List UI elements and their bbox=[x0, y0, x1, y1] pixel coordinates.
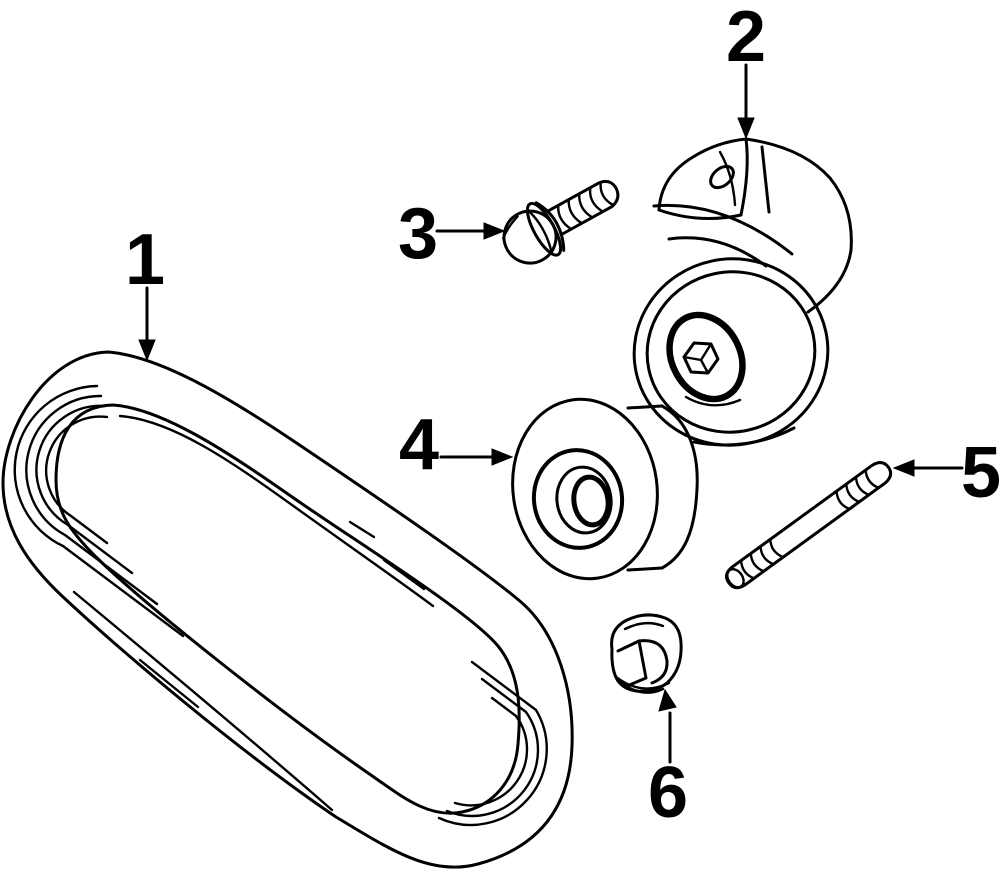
callout-number: 1 bbox=[125, 220, 165, 300]
callout-number: 5 bbox=[961, 433, 1000, 513]
stud-threads bbox=[835, 468, 880, 511]
flange-bolt-drawing bbox=[502, 179, 620, 265]
nut-crown-facet bbox=[637, 639, 669, 685]
callout-idler-pulley[interactable]: 4 bbox=[399, 405, 514, 485]
tensioner-pulley-outer bbox=[632, 257, 830, 447]
callout-arrowhead-icon bbox=[658, 688, 677, 712]
tensioner-hex-facets bbox=[682, 342, 713, 375]
belt-rib-dash bbox=[138, 658, 200, 709]
tensioner-body-crease bbox=[760, 145, 771, 214]
belt-rib bbox=[44, 415, 109, 545]
belt-rib-dash bbox=[348, 520, 376, 539]
belt-rib bbox=[453, 696, 529, 807]
tensioner-ear-hole bbox=[709, 164, 735, 190]
bolt-flange-edge bbox=[534, 201, 566, 252]
callout-double-ended-stud[interactable]: 5 bbox=[892, 433, 1000, 513]
tensioner-pulley-rim bbox=[645, 270, 817, 434]
bolt-head-facet bbox=[528, 210, 553, 252]
stud-drawing bbox=[725, 461, 893, 590]
belt-edge-line bbox=[118, 414, 435, 608]
callout-number: 3 bbox=[398, 194, 438, 274]
tensioner-hub bbox=[666, 311, 746, 403]
nut-outline bbox=[610, 613, 683, 693]
belt-rib bbox=[445, 677, 540, 818]
bolt-threads bbox=[557, 181, 615, 231]
tensioner-ear-bottom bbox=[657, 208, 743, 221]
tensioner-ear-accent bbox=[718, 150, 737, 207]
belt-rib bbox=[13, 384, 185, 638]
idler-side-bottom bbox=[626, 566, 664, 572]
callout-arrowhead-icon bbox=[138, 339, 156, 362]
idler-pulley-drawing bbox=[511, 397, 699, 581]
nut-top-edge bbox=[623, 621, 665, 631]
callout-number: 4 bbox=[399, 405, 439, 485]
idler-bore bbox=[571, 474, 611, 528]
tensioner-ear-edge bbox=[739, 137, 749, 217]
nut-flange-edge bbox=[613, 674, 671, 690]
idler-ring bbox=[555, 465, 613, 535]
callout-arrowhead-icon bbox=[491, 448, 514, 466]
belt-tensioner-drawing bbox=[632, 137, 853, 447]
belt-rib-dash bbox=[382, 558, 426, 591]
belt-outer-edge bbox=[1, 350, 574, 869]
bolt-head-facet bbox=[502, 215, 519, 240]
tensioner-arm bbox=[652, 203, 794, 256]
idler-back-rim bbox=[660, 404, 699, 570]
belt-rib bbox=[25, 394, 159, 606]
tensioner-body bbox=[744, 137, 853, 314]
callout-arrowhead-icon bbox=[737, 117, 755, 140]
belt-rib bbox=[35, 404, 134, 575]
callouts-layer: 1 2 3 4 5 6 bbox=[125, 0, 1000, 833]
serpentine-belt-drawing bbox=[1, 350, 574, 869]
nut-flange-edge bbox=[619, 680, 665, 694]
callout-flange-nut[interactable]: 6 bbox=[648, 688, 688, 833]
bolt-shank bbox=[546, 179, 620, 236]
nut-left-facet bbox=[616, 639, 648, 688]
tensioner-arm-inner bbox=[667, 236, 768, 268]
belt-inner-edge bbox=[54, 403, 521, 815]
stud-threads bbox=[739, 538, 785, 580]
callout-tensioner-flange-bolt[interactable]: 3 bbox=[398, 194, 506, 274]
tensioner-pulley-depth bbox=[692, 426, 796, 447]
tensioner-hub-shadow bbox=[684, 395, 742, 407]
tensioner-ear bbox=[657, 137, 748, 212]
callout-arrowhead-icon bbox=[483, 222, 506, 240]
idler-side-top bbox=[626, 404, 664, 410]
stud-end-face bbox=[726, 567, 745, 589]
belt-rib bbox=[437, 660, 548, 827]
callout-belt-tensioner-assembly[interactable]: 2 bbox=[726, 0, 766, 140]
bolt-head bbox=[502, 209, 558, 265]
callout-number: 2 bbox=[726, 0, 766, 77]
idler-face bbox=[511, 397, 659, 581]
callout-arrowhead-icon bbox=[892, 459, 915, 477]
callout-serpentine-belt[interactable]: 1 bbox=[125, 220, 165, 362]
idler-groove bbox=[531, 448, 625, 550]
callout-number: 6 bbox=[648, 753, 688, 833]
flange-nut-drawing bbox=[610, 613, 683, 694]
belt-edge-line bbox=[72, 590, 334, 812]
